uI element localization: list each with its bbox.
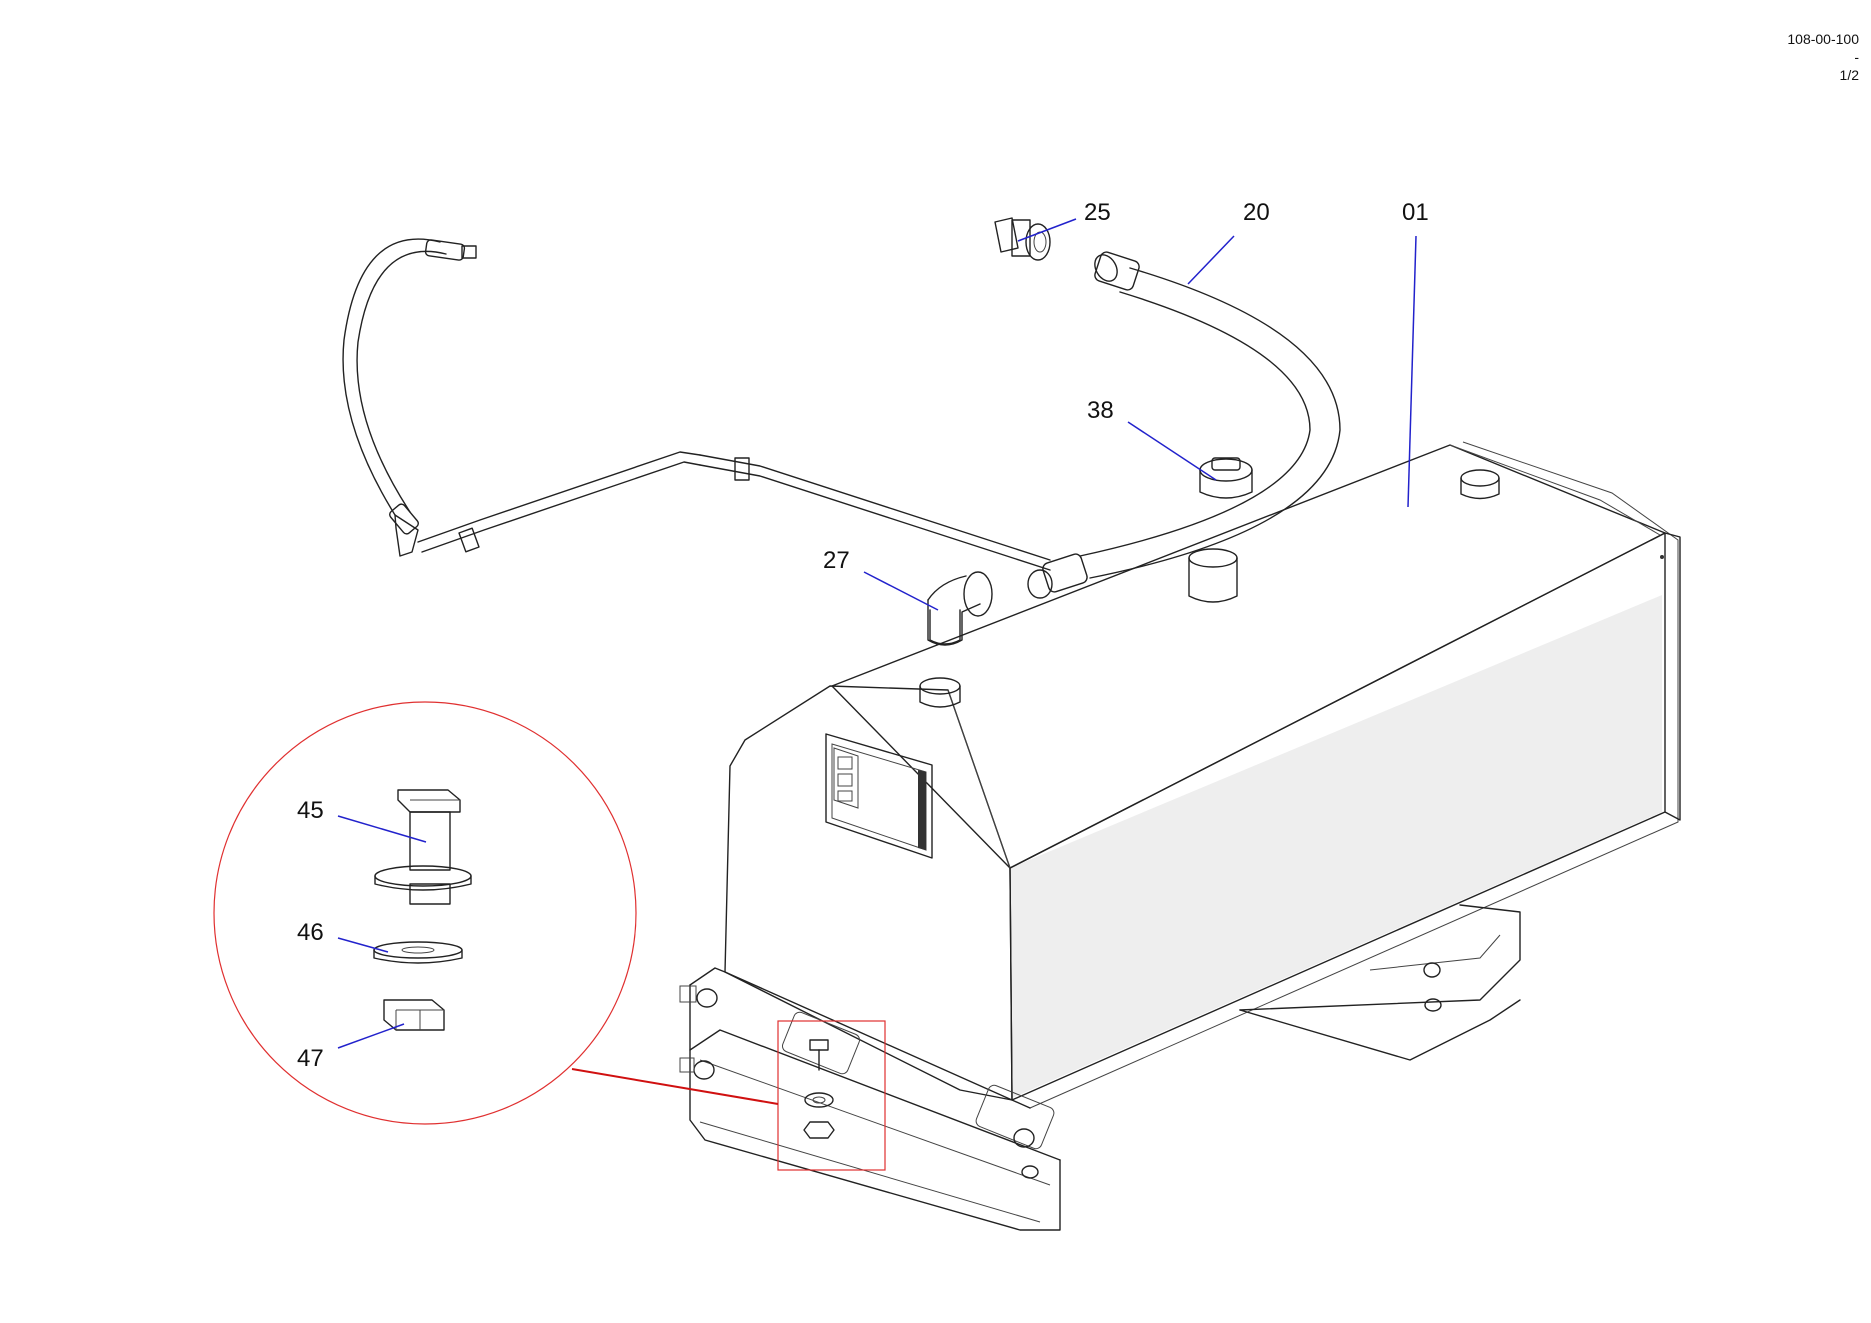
nut-47 <box>383 999 445 1031</box>
leader-01 <box>1407 235 1417 508</box>
mount-bolt-detail <box>803 1039 835 1139</box>
cap-38 <box>1199 457 1253 499</box>
leader-38 <box>1127 421 1217 481</box>
leader-46 <box>337 937 389 953</box>
mounting-frame <box>679 904 1521 1231</box>
bolt-45 <box>374 789 472 905</box>
hose-assembly-left <box>342 238 1051 571</box>
hydraulic-tank <box>724 441 1681 1109</box>
callout-labels: 01 20 25 27 38 45 46 47 <box>297 199 1429 1072</box>
leader-45 <box>337 815 427 843</box>
frame-bolt-3 <box>1013 1128 1035 1148</box>
callout-01: 01 <box>1402 199 1429 226</box>
drawing-number: 108-00-100 <box>1787 31 1859 47</box>
top-port <box>919 677 961 708</box>
top-port-2 <box>1460 469 1500 500</box>
elbow-27 <box>927 571 993 646</box>
sheet-number: 1/2 <box>1839 67 1859 83</box>
callout-46: 46 <box>297 919 324 946</box>
callout-47: 47 <box>297 1045 324 1072</box>
detail-circle <box>213 701 637 1125</box>
callout-45: 45 <box>297 797 324 824</box>
washer-46 <box>373 941 463 964</box>
leader-25 <box>1017 218 1077 242</box>
callout-27: 27 <box>823 547 850 574</box>
callout-38: 38 <box>1087 397 1114 424</box>
fitting-25 <box>994 217 1051 261</box>
title-block: 108-00-100 - 1/2 <box>1787 30 1859 84</box>
callout-20: 20 <box>1243 199 1270 226</box>
detail-link-line <box>571 1068 779 1105</box>
return-port <box>929 609 961 645</box>
breather-boss <box>1188 548 1238 603</box>
nameplate <box>825 733 933 859</box>
detail-reference-box <box>777 1020 886 1171</box>
frame-bolt-4 <box>1423 962 1441 978</box>
frame-bolt-5 <box>1021 1165 1039 1179</box>
callout-25: 25 <box>1084 199 1111 226</box>
leader-lines <box>337 218 1417 1049</box>
revision: - <box>1854 49 1859 65</box>
frame-bolt-1 <box>679 985 718 1008</box>
leader-20 <box>1187 235 1235 285</box>
hose-20 <box>1027 251 1341 599</box>
leader-47 <box>337 1023 405 1049</box>
frame-bolt-6 <box>1424 998 1442 1012</box>
frame-bolt-2 <box>679 1057 715 1080</box>
leader-27 <box>863 571 939 611</box>
